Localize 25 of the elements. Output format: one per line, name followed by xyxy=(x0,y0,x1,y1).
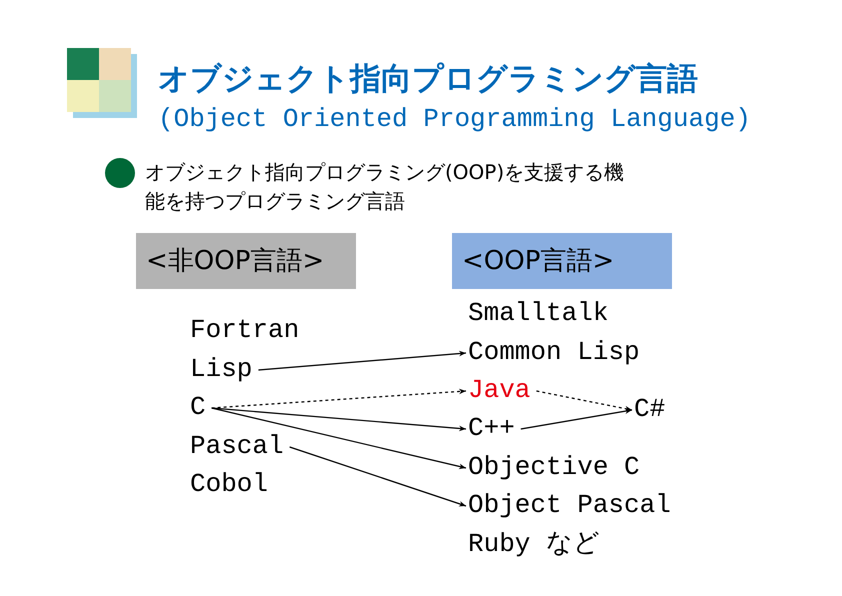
header-box: <OOP言語> xyxy=(452,233,672,289)
header-box: <非OOP言語> xyxy=(136,233,356,289)
arrow xyxy=(289,446,466,507)
subtitle: (Object Oriented Programming Language) xyxy=(158,104,751,134)
arrow xyxy=(258,350,466,371)
arrow xyxy=(212,388,466,409)
arrow xyxy=(212,407,466,432)
language-name: Cobol xyxy=(190,469,268,499)
arrow xyxy=(536,390,632,412)
arrow xyxy=(211,407,466,470)
bullet-text: オブジェクト指向プログラミング(OOP)を支援する機能を持つプログラミング言語 xyxy=(145,159,626,215)
language-name: Lisp xyxy=(190,354,252,384)
language-name: Common Lisp xyxy=(468,337,640,367)
title: オブジェクト指向プログラミング言語 xyxy=(158,60,698,99)
language-name: C++ xyxy=(468,413,515,443)
language-name: Ruby など xyxy=(468,529,600,559)
arrow xyxy=(520,408,632,430)
language-name: Objective C xyxy=(468,452,640,482)
language-name: Object Pascal xyxy=(468,490,671,520)
language-name: Java xyxy=(468,375,530,405)
language-name: Smalltalk xyxy=(468,298,608,328)
language-name: C xyxy=(190,392,206,422)
language-name: Pascal xyxy=(190,431,284,461)
language-name: C# xyxy=(634,394,666,424)
language-name: Fortran xyxy=(190,315,300,345)
